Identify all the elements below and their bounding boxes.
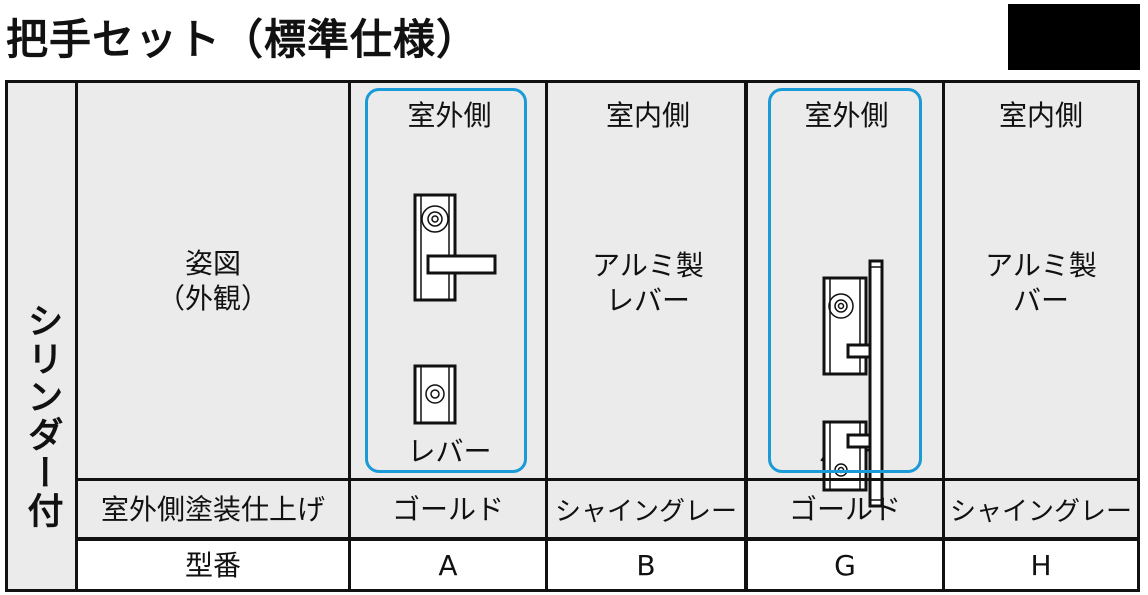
side-label-b: 室内側 (605, 98, 690, 132)
model-label: 型番 (184, 548, 241, 582)
paint-g: ゴールド (748, 478, 945, 537)
image-cell-b (548, 83, 748, 478)
highlight-frame-a (365, 88, 527, 473)
paint-label: 室外側塗装仕上げ (100, 492, 325, 526)
row-group-label-cell: シリンダー付 (8, 83, 78, 589)
content-label-a: レバー (407, 434, 492, 468)
model-label-cell: 型番 (78, 537, 351, 589)
content-line-2: バー (1012, 284, 1069, 317)
content-line-1: アルミ製 (592, 249, 704, 282)
model-a: A (351, 537, 548, 589)
side-label-a: 室外側 (407, 98, 492, 132)
model-g: G (748, 537, 945, 589)
model-b: B (548, 537, 748, 589)
appearance-label: 姿図 (184, 246, 241, 280)
paint-a: ゴールド (351, 478, 548, 537)
content-line-1: アルミ製 (985, 249, 1097, 282)
image-cell-g (748, 83, 945, 478)
side-label-h: 室内側 (998, 98, 1083, 132)
lever-handle-drawing (413, 193, 497, 425)
image-cell-a (351, 83, 548, 478)
page-title: 把手セット（標準仕様） (6, 15, 480, 64)
redaction-box (1008, 4, 1140, 70)
model-h: H (945, 537, 1137, 589)
handle-set-table: シリンダー付 姿図 （外観） 室外側塗装仕上げ 型番 室外側 レバー 室内側 ア… (5, 80, 1140, 592)
row-group-label: シリンダー付 (21, 302, 63, 530)
content-label-b: アルミ製 レバー (548, 243, 748, 323)
content-label-h: アルミ製 バー (945, 243, 1137, 323)
appearance-sublabel: （外観） (156, 281, 269, 315)
side-label-g: 室外側 (804, 98, 889, 132)
highlight-frame-g (768, 88, 922, 473)
paint-label-cell: 室外側塗装仕上げ (78, 478, 351, 537)
paint-b: シャイングレー (548, 478, 748, 537)
appearance-label-cell: 姿図 （外観） (78, 83, 351, 478)
paint-h: シャイングレー (945, 478, 1137, 537)
content-line-2: レバー (605, 284, 690, 317)
